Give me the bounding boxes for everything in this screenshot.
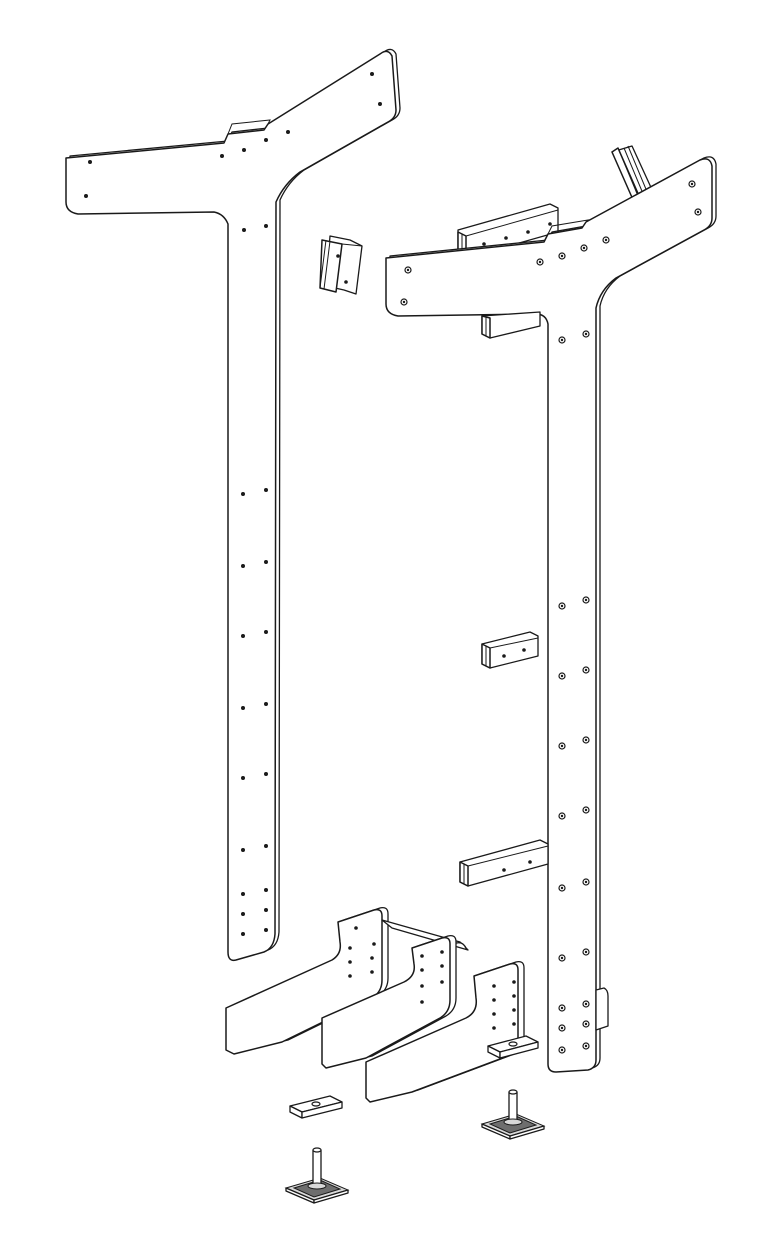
spacer-block-upper bbox=[481, 311, 541, 339]
spacer-block-middle bbox=[481, 631, 539, 669]
leveling-pad-right bbox=[487, 1035, 539, 1059]
leveling-foot-right bbox=[480, 1089, 546, 1140]
spacer-block-lower bbox=[459, 839, 549, 887]
foot-fin-middle bbox=[321, 934, 457, 1069]
leveling-pad-left bbox=[289, 1095, 343, 1119]
left-upright-panel bbox=[65, 48, 401, 962]
spacer-block-top-left bbox=[319, 235, 363, 295]
right-upright-panel bbox=[385, 156, 717, 1073]
right-base-plate bbox=[595, 987, 609, 1031]
leveling-foot-left bbox=[284, 1147, 350, 1204]
